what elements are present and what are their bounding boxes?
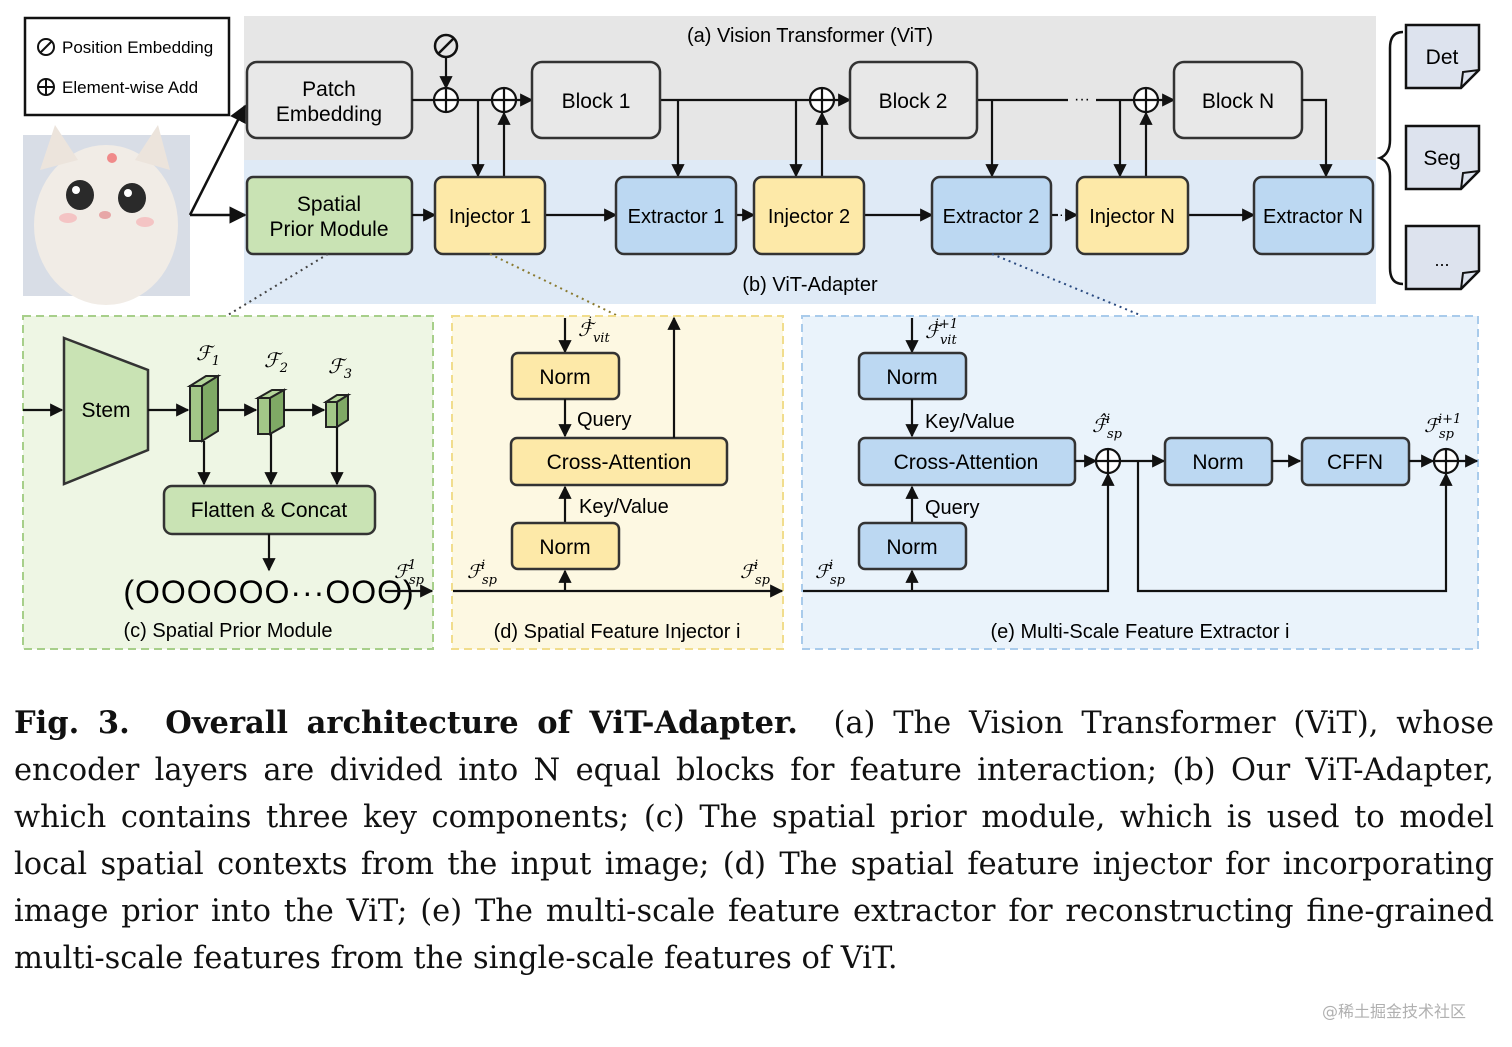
block-1: Block 1 <box>530 60 662 140</box>
block-1-label: Block 1 <box>562 90 631 113</box>
block-2-label: Block 2 <box>879 90 948 113</box>
output-brace <box>1376 30 1404 286</box>
vit-ellipsis: ··· <box>1074 91 1090 108</box>
adapter-title: (b) ViT-Adapter <box>742 274 878 296</box>
add-symbol <box>432 86 460 114</box>
extractor-cffn: CFFN <box>1300 436 1411 487</box>
panel-c-caption: (c) Spatial Prior Module <box>124 620 333 642</box>
injector-norm-top-label: Norm <box>539 366 590 389</box>
injector-2: Injector 2 <box>752 175 866 256</box>
injector-norm-bottom: Norm <box>510 521 621 571</box>
patch-embedding-box: Patch Embedding <box>245 60 414 140</box>
architecture-diagram: Position Embedding Element-wise Add (a) … <box>22 16 1481 650</box>
extractor-keyvalue-label: Key/Value <box>925 411 1015 433</box>
spatial-prior-module-box: Spatial Prior Module <box>245 175 414 256</box>
feature-label-2: ℱ2 <box>264 348 288 376</box>
injector-1-label: Injector 1 <box>449 206 531 228</box>
flatten-concat-label: Flatten & Concat <box>191 499 348 522</box>
other-output: ... <box>1404 224 1481 291</box>
patch-embedding-line1: Patch <box>302 78 356 101</box>
feature-cube-2 <box>254 388 288 436</box>
extractor-input-label: ℱviti+1 <box>925 317 958 348</box>
add-symbol <box>1132 86 1160 114</box>
extractor-query-label: Query <box>925 497 979 519</box>
extractor-1: Extractor 1 <box>614 175 738 256</box>
feature-label-3: ℱ3 <box>328 354 352 382</box>
extractor-n: Extractor N <box>1252 175 1375 256</box>
extractor-cffn-label: CFFN <box>1327 451 1383 474</box>
position-embedding-symbol <box>433 33 459 59</box>
injector-query-label: Query <box>577 409 631 431</box>
feature-cube-1 <box>186 374 222 443</box>
add-symbol <box>1094 447 1122 475</box>
add-symbol <box>808 86 836 114</box>
extractor-norm-bottom-label: Norm <box>886 536 937 559</box>
position-embedding-icon <box>37 38 55 56</box>
injector-1: Injector 1 <box>433 175 547 256</box>
extractor-norm-top-label: Norm <box>886 366 937 389</box>
patch-embedding-line2: Embedding <box>276 103 382 126</box>
feature-cube-3 <box>322 393 352 429</box>
other-output-label: ... <box>1434 250 1449 270</box>
injector-n: Injector N <box>1075 175 1190 256</box>
injector-cross-attention-label: Cross-Attention <box>547 451 692 474</box>
injector-n-label: Injector N <box>1089 206 1175 228</box>
add-symbol <box>490 86 518 114</box>
extractor-norm-mid-label: Norm <box>1192 451 1243 474</box>
extractor-norm-top: Norm <box>857 351 968 401</box>
input-image <box>23 125 190 305</box>
extractor-norm-bottom: Norm <box>857 521 968 571</box>
seg-label: Seg <box>1423 147 1460 170</box>
flatten-concat-box: Flatten & Concat <box>162 484 377 536</box>
det-label: Det <box>1426 46 1459 69</box>
extractor-cross-attention-label: Cross-Attention <box>894 451 1039 474</box>
extractor-norm-mid: Norm <box>1163 436 1274 487</box>
stem-label: Stem <box>81 399 130 422</box>
block-n: Block N <box>1172 60 1304 140</box>
extractor-cross-attention: Cross-Attention <box>857 436 1077 487</box>
spm-line2: Prior Module <box>269 218 388 241</box>
panel-d-caption: (d) Spatial Feature Injector i <box>494 621 741 643</box>
injector-norm-top: Norm <box>510 351 621 401</box>
adapter-ellipsis: ··· <box>1059 206 1073 222</box>
extractor-2-label: Extractor 2 <box>943 206 1040 228</box>
vit-title: (a) Vision Transformer (ViT) <box>687 25 933 47</box>
det-output: Det <box>1404 23 1481 90</box>
add-symbol <box>1432 447 1460 475</box>
extractor-1-label: Extractor 1 <box>628 206 725 228</box>
seg-output: Seg <box>1404 124 1481 191</box>
element-wise-add-icon <box>37 78 55 96</box>
figure-title: Overall architecture of ViT-Adapter. <box>165 705 798 741</box>
injector-2-label: Injector 2 <box>768 206 850 228</box>
injector-keyvalue-label: Key/Value <box>579 496 669 518</box>
extractor-n-label: Extractor N <box>1263 206 1363 228</box>
legend-element-wise-add: Element-wise Add <box>62 78 198 97</box>
legend-position-embedding: Position Embedding <box>62 38 213 57</box>
panel-e-caption: (e) Multi-Scale Feature Extractor i <box>991 621 1290 643</box>
watermark: @稀土掘金技术社区 <box>1322 1002 1467 1021</box>
injector-norm-bottom-label: Norm <box>539 536 590 559</box>
token-sequence: (ОООООО···ООО) <box>123 574 414 610</box>
stem-block: Stem <box>62 336 150 486</box>
figure-caption: Fig. 3. Overall architecture of ViT-Adap… <box>14 700 1494 982</box>
injector-cross-attention: Cross-Attention <box>509 436 729 487</box>
figure-label: Fig. 3. <box>14 705 130 741</box>
extractor-2: Extractor 2 <box>930 175 1053 256</box>
block-n-label: Block N <box>1202 90 1274 113</box>
legend: Position Embedding Element-wise Add <box>23 16 231 117</box>
spm-line1: Spatial <box>297 193 361 216</box>
feature-label-1: ℱ1 <box>196 341 220 369</box>
figure-caption-body: (a) The Vision Transformer (ViT), whose … <box>14 706 1495 976</box>
block-2: Block 2 <box>848 60 979 140</box>
